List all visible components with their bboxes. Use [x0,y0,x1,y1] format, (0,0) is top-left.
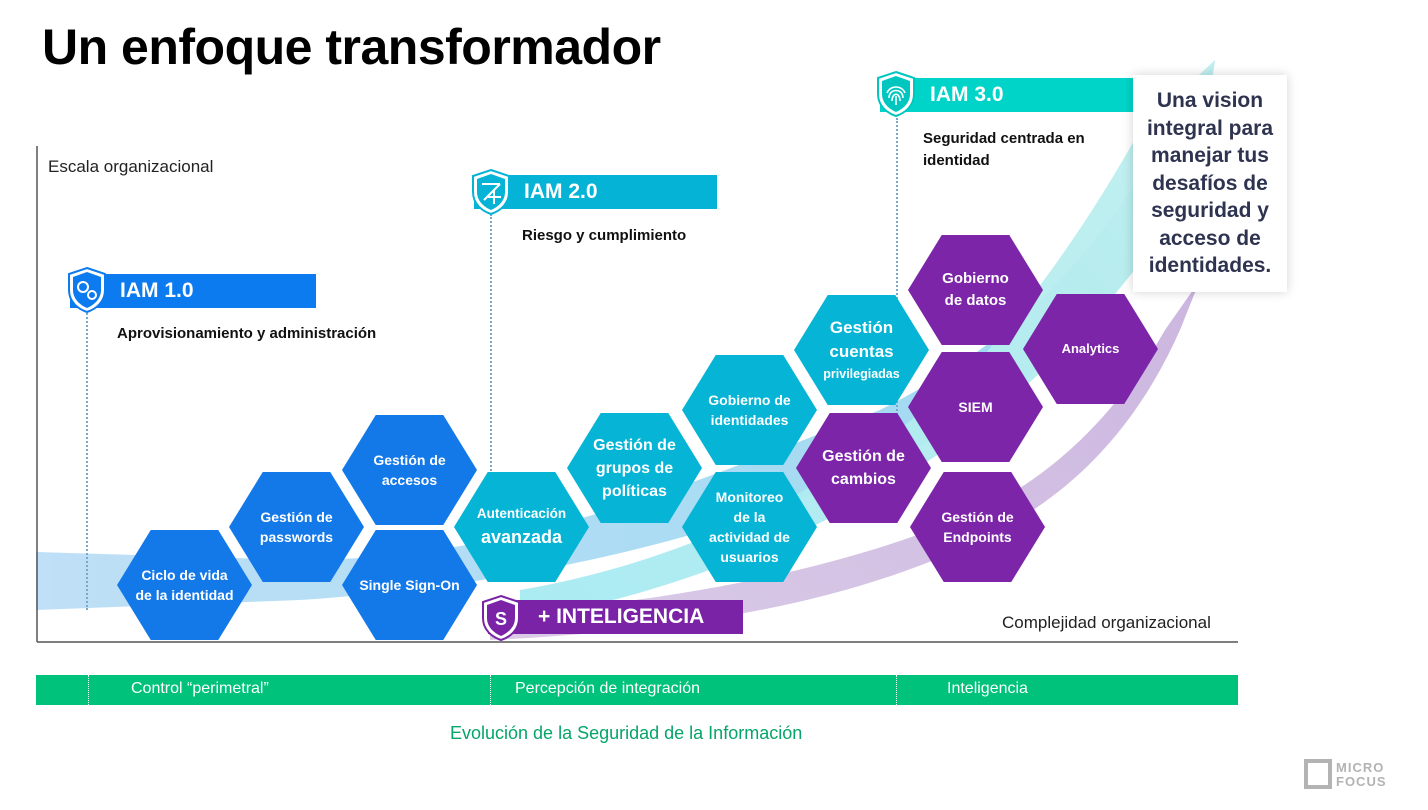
iam3-label: IAM 3.0 [930,83,1004,106]
phase-control-perimetral: Control “perimetral” [131,680,269,697]
logo-line2: FOCUS [1336,774,1387,789]
hex-gestion-cambios: Gestión de cambios [796,413,931,523]
micro-focus-logo-mark: MICRO FOCUS [1304,759,1387,789]
iam1-guide-line [86,310,88,610]
hex-gestion-accesos-label: Gestión de accesos [373,452,446,488]
hex-siem: SIEM [908,352,1043,462]
shield-gears-icon [68,266,106,314]
hex-gestion-cambios-label: Gestión de cambios [822,448,905,488]
phase-separator [88,675,89,705]
hex-cuentas-line1: Gestión cuentas [829,318,894,361]
micro-focus-logo: MICRO FOCUS [1304,758,1414,790]
logo-line1: MICRO [1336,760,1384,775]
hex-gestion-endpoints-label: Gestión de Endpoints [941,509,1014,545]
shield-fingerprint-icon [877,70,915,118]
hex-analytics: Analytics [1023,294,1158,404]
hex-analytics-label: Analytics [1061,341,1120,356]
svg-text:S: S [495,609,507,629]
iam1-bar: IAM 1.0 [70,274,316,308]
diagram-caption: Evolución de la Seguridad de la Informac… [450,723,803,743]
iam2-label: IAM 2.0 [524,180,598,203]
inteligencia-label: + INTELIGENCIA [538,605,705,628]
phase-percepcion-integracion: Percepción de integración [515,680,701,697]
x-axis-label: Complejidad organizacional [1002,613,1211,632]
hex-gobierno-identidades-label: Gobierno de identidades [708,392,791,428]
hex-grupos-politicas-label: Gestión de grupos de políticas [593,436,676,500]
hex-gobierno-datos-label: Gobierno de datos [942,270,1009,309]
hex-ciclo-vida-label: Ciclo de vida de la identidad [135,567,234,603]
hex-single-sign-on-label: Single Sign-On [359,577,460,593]
hex-autenticacion-line2: avanzada [480,527,563,547]
iam1-subtitle: Aprovisionamiento y administración [117,325,377,342]
iam3-subtitle: Seguridad centrada en identidad [923,130,1085,169]
iam3-bar: IAM 3.0 [880,78,1135,112]
shield-s-icon: S [482,594,520,642]
hex-grupos-politicas: Gestión de grupos de políticas [567,413,702,523]
hex-siem-label: SIEM [958,399,993,415]
iam2-subtitle: Riesgo y cumplimiento [522,227,687,244]
iam2-guide-line [490,214,492,474]
hex-autenticacion-line1: Autenticación [476,506,567,521]
iam2-bar: IAM 2.0 [474,175,717,209]
phase-inteligencia: Inteligencia [947,680,1028,697]
hex-gestion-accesos: Gestión de accesos [342,415,477,525]
inteligencia-bar: + INTELIGENCIA [488,600,743,634]
hex-monitoreo-actividad-label: Monitoreo de la actividad de usuarios [709,489,790,565]
page-title: Un enfoque transformador [42,19,661,75]
vision-callout: Una vision integral para manejar tus des… [1133,75,1287,292]
y-axis-label: Escala organizacional [48,157,214,176]
phase-separator [896,675,897,705]
iam1-label: IAM 1.0 [120,279,194,302]
hex-gobierno-identidades: Gobierno de identidades [682,355,817,465]
iam3-guide-line [896,118,898,418]
phase-band: Control “perimetral” Percepción de integ… [36,675,1238,705]
purple-swoosh [490,280,1200,640]
hex-cuentas-line2: privilegiadas [823,367,900,381]
phase-separator [490,675,491,705]
shield-plus-icon [472,168,510,216]
hex-cuentas-privilegiadas: Gestión cuentas privilegiadas [794,295,929,405]
hex-gestion-passwords-label: Gestión de passwords [259,509,334,545]
